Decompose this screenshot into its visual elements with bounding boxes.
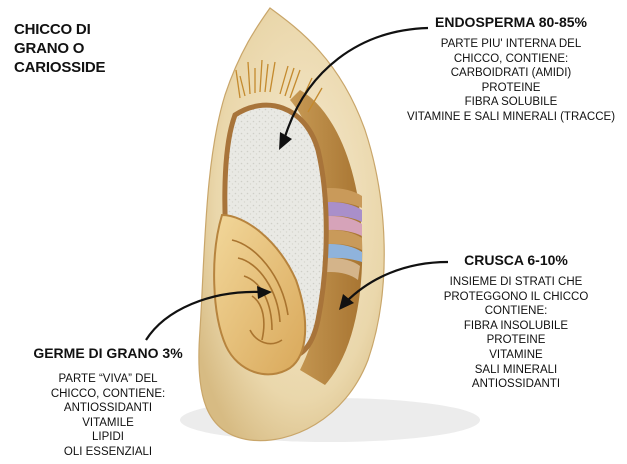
bran-line: VITAMINE xyxy=(418,348,614,363)
germ-line: LIPIDI xyxy=(10,430,206,445)
bran-line: FIBRA INSOLUBILE xyxy=(418,319,614,334)
endosperm-line: PROTEINE xyxy=(398,81,624,96)
bran-line: INSIEME DI STRATI CHE xyxy=(418,275,614,290)
endosperm-line: CHICCO, CONTIENE: xyxy=(398,52,624,67)
title-line: CHICCO DI xyxy=(14,20,134,39)
bran-heading: CRUSCA 6-10% xyxy=(418,252,614,269)
diagram-title: CHICCO DI GRANO O CARIOSSIDE xyxy=(14,20,134,77)
germ-line: PARTE “VIVA” DEL xyxy=(10,372,206,387)
germ-line: OLI ESSENZIALI xyxy=(10,445,206,460)
endosperm-line: CARBOIDRATI (AMIDI) xyxy=(398,66,624,81)
title-line: CARIOSSIDE xyxy=(14,58,134,77)
endosperm-line: FIBRA SOLUBILE xyxy=(398,95,624,110)
bran-label-block: CRUSCA 6-10% INSIEME DI STRATI CHE PROTE… xyxy=(418,252,614,392)
germ-heading: GERME DI GRANO 3% xyxy=(10,345,206,362)
bran-line: SALI MINERALI xyxy=(418,363,614,378)
bran-line: ANTIOSSIDANTI xyxy=(418,377,614,392)
endosperm-line: PARTE PIU' INTERNA DEL xyxy=(398,37,624,52)
endosperm-heading: ENDOSPERMA 80-85% xyxy=(398,14,624,31)
endosperm-line: VITAMINE E SALI MINERALI (TRACCE) xyxy=(398,110,624,125)
germ-line: VITAMILE xyxy=(10,416,206,431)
germ-line: ANTIOSSIDANTI xyxy=(10,401,206,416)
endosperm-label-block: ENDOSPERMA 80-85% PARTE PIU' INTERNA DEL… xyxy=(398,14,624,125)
germ-label-block: GERME DI GRANO 3% PARTE “VIVA” DEL CHICC… xyxy=(10,345,206,460)
bran-line: CONTIENE: xyxy=(418,304,614,319)
bran-line: PROTEGGONO IL CHICCO xyxy=(418,290,614,305)
germ-line: CHICCO, CONTIENE: xyxy=(10,387,206,402)
title-line: GRANO O xyxy=(14,39,134,58)
bran-line: PROTEINE xyxy=(418,333,614,348)
